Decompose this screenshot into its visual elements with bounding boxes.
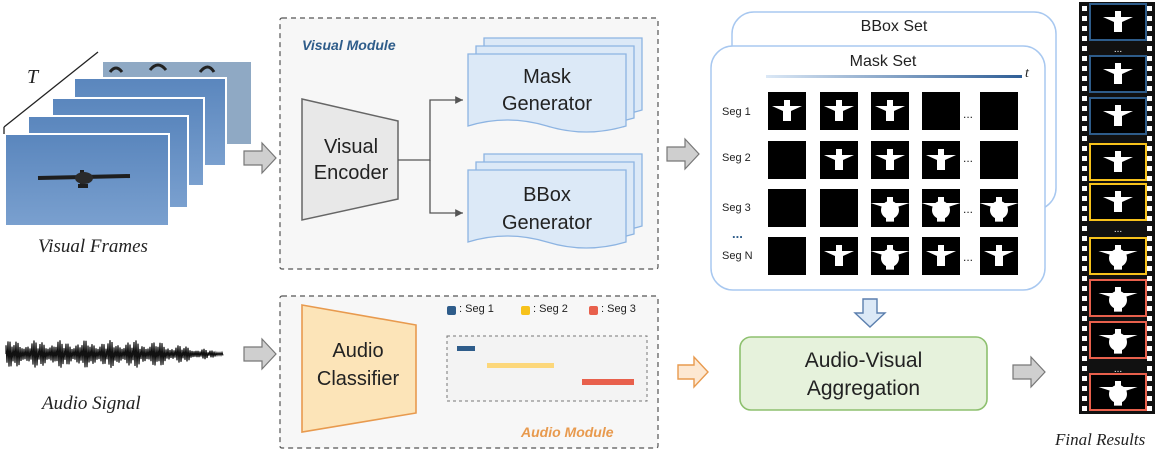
bbox-generator-line2: Generator — [501, 212, 593, 234]
row-dots: ... — [732, 226, 743, 241]
arrow-frames-to-visual — [243, 141, 277, 175]
mask-generator-line2: Generator — [501, 93, 593, 115]
timeline-box — [446, 335, 648, 402]
audio-module-title: Audio Module — [521, 424, 614, 440]
time-axis — [766, 75, 1022, 78]
final-results-caption: Final Results — [1055, 430, 1146, 449]
mask-cell — [921, 189, 961, 227]
mask-cell — [768, 92, 806, 130]
mask-cell — [980, 92, 1018, 130]
mask-cell — [820, 237, 858, 275]
arrow-sets-to-aggregation — [853, 298, 887, 328]
mask-cell — [980, 141, 1018, 179]
mask-cell — [922, 92, 960, 130]
arrow-audio-to-classifier — [243, 337, 277, 371]
timeline-seg2 — [487, 363, 554, 368]
legend-seg1-swatch — [447, 306, 456, 315]
mask-cell — [768, 189, 806, 227]
mask-cell — [820, 141, 858, 179]
mask-cell — [979, 189, 1019, 227]
col-ellipsis-4: ... — [963, 250, 974, 264]
audio-visual-aggregation — [739, 336, 988, 411]
time-axis-line — [3, 51, 99, 128]
aggregation-line2: Aggregation — [806, 377, 921, 400]
result-dots: ... — [1114, 224, 1122, 235]
mask-generator — [467, 37, 643, 133]
arrow-aggregation-to-results — [1012, 355, 1046, 389]
row-label-seg1: Seg 1 — [722, 106, 751, 118]
visual-encoder — [301, 98, 399, 221]
time-label: T — [27, 66, 39, 88]
visual-encoder-line1: Visual — [323, 136, 379, 158]
legend-seg2-label: : Seg 2 — [533, 303, 568, 315]
result-frame — [1089, 97, 1147, 135]
visual-encoder-line2: Encoder — [313, 162, 389, 184]
legend-seg1-label: : Seg 1 — [459, 303, 494, 315]
airplane-icon — [37, 170, 131, 188]
audio-classifier — [301, 304, 417, 433]
result-frame — [1089, 55, 1147, 93]
mask-cell — [870, 237, 910, 275]
visual-module-title: Visual Module — [302, 37, 396, 53]
col-ellipsis-2: ... — [963, 151, 974, 165]
arrow-visual-to-sets — [666, 137, 700, 171]
film-strip: ......... — [1079, 2, 1155, 414]
mask-set-title: Mask Set — [849, 53, 917, 70]
mask-cell — [871, 141, 909, 179]
aggregation-line1: Audio-Visual — [804, 349, 923, 372]
bbox-generator — [467, 153, 643, 249]
bbox-set-title: BBox Set — [860, 18, 928, 35]
row-label-seg2: Seg 2 — [722, 152, 751, 164]
visual-frames-caption: Visual Frames — [38, 236, 148, 257]
audio-module — [279, 295, 659, 449]
result-frame — [1089, 143, 1147, 181]
mask-cell — [768, 237, 806, 275]
mask-cell — [768, 141, 806, 179]
mask-cell — [922, 141, 960, 179]
result-frame — [1089, 279, 1147, 317]
timeline-seg1 — [457, 346, 475, 351]
audio-signal-caption: Audio Signal — [42, 393, 141, 414]
arrow-classifier-to-aggregation — [677, 355, 709, 389]
col-ellipsis-3: ... — [963, 202, 974, 216]
video-frame-stack — [3, 51, 251, 227]
col-ellipsis-1: ... — [963, 107, 974, 121]
legend-seg3-swatch — [589, 306, 598, 315]
legend-seg3-label: : Seg 3 — [601, 303, 636, 315]
timeline-seg3 — [582, 379, 634, 385]
mask-grid — [768, 92, 1019, 275]
mask-cell — [871, 92, 909, 130]
result-dots: ... — [1114, 364, 1122, 375]
audio-classifier-line2: Classifier — [316, 368, 400, 390]
legend-seg2-swatch — [521, 306, 530, 315]
result-frame — [1089, 183, 1147, 221]
mask-cell — [980, 237, 1018, 275]
bbox-generator-line1: BBox — [523, 184, 571, 206]
result-frame — [1089, 237, 1147, 275]
mask-generator-line1: Mask — [523, 66, 571, 88]
audio-classifier-line1: Audio — [332, 340, 384, 362]
result-frame — [1089, 373, 1147, 411]
time-axis-label: t — [1025, 66, 1029, 81]
row-label-seg3: Seg 3 — [722, 202, 751, 214]
visual-module — [279, 17, 659, 270]
row-label-segN: Seg N — [722, 250, 753, 262]
mask-cell — [820, 92, 858, 130]
result-dots: ... — [1114, 44, 1122, 55]
audio-waveform — [5, 340, 224, 368]
mask-cell — [922, 237, 960, 275]
mask-cell — [820, 189, 858, 227]
result-frame — [1089, 3, 1147, 41]
result-frame — [1089, 321, 1147, 359]
mask-cell — [870, 189, 910, 227]
